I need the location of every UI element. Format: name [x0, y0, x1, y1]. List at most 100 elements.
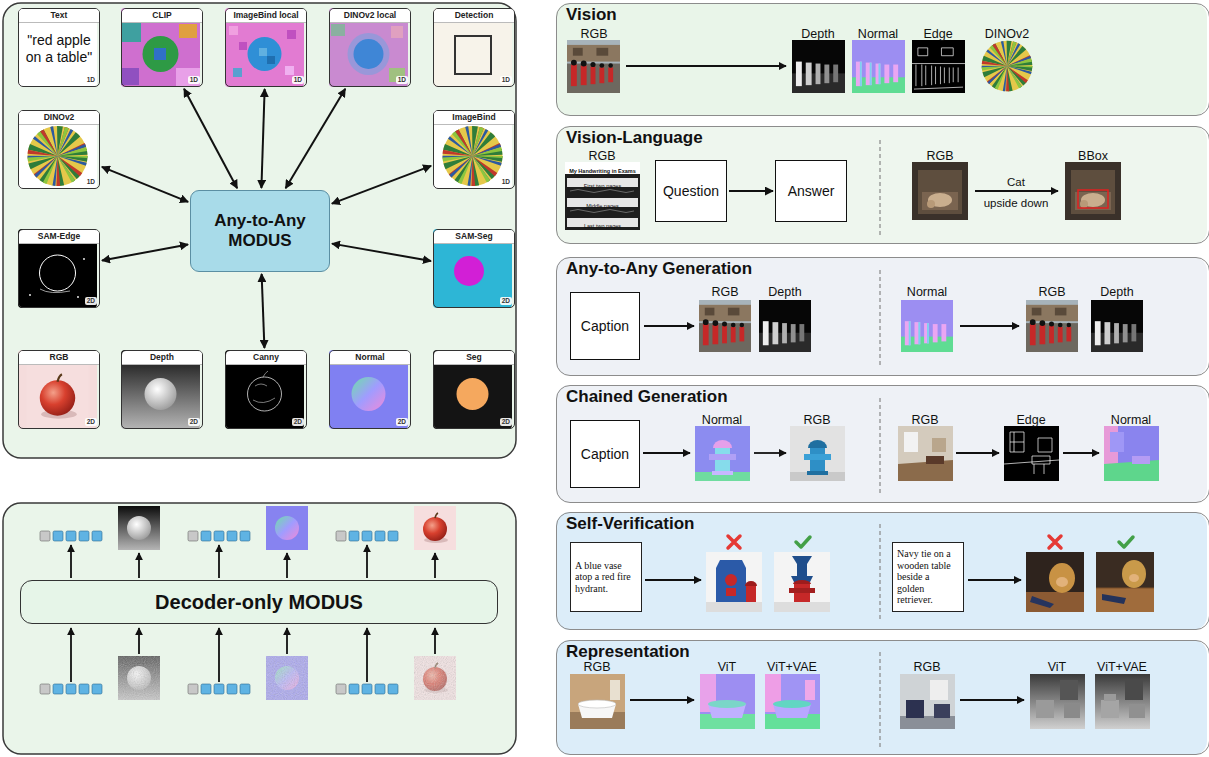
tile-title: SAM-Edge: [19, 230, 99, 244]
document-image: [565, 162, 640, 230]
image-label: ViT: [718, 660, 737, 674]
label-slot: Normal: [858, 25, 898, 41]
modality-tile-pictures-part-part: [391, 26, 403, 38]
token-sequences-part-part-part: [92, 684, 102, 694]
image-label: RGB: [926, 149, 953, 163]
modality-tile: Text"red apple on a table"1D: [18, 8, 100, 87]
flow-arrows: [71, 66, 1099, 700]
token-sequences-part-part: [53, 531, 102, 541]
text-box: Caption: [570, 420, 640, 488]
task-images-part: [1026, 300, 1078, 352]
flow-arrows-part: [70, 545, 72, 578]
tile-text: "red apple on a table": [19, 23, 99, 76]
connector-arrow: [184, 89, 237, 188]
task-images-part: [912, 162, 968, 220]
task-images-part: [1078, 190, 1108, 208]
label-slot: Normal: [907, 283, 947, 299]
task-images-part: [1096, 552, 1154, 612]
image-label: Normal: [1111, 413, 1151, 427]
token-sequences-part-part: [201, 684, 250, 694]
section-dividers-part: [879, 140, 880, 236]
section-dividers-part: [879, 524, 880, 622]
dim-badge: 1D: [188, 76, 200, 85]
modality-tile-pictures-part-part: [457, 378, 489, 410]
dim-badge: 2D: [500, 297, 512, 306]
task-images-part: [567, 40, 620, 93]
modality-tile-pictures-part-part: [26, 364, 88, 429]
image-label: Depth: [801, 27, 834, 41]
tile-title: RGB: [19, 351, 99, 365]
token-sequences-part-part: [336, 531, 346, 541]
image-label: Edge: [1016, 413, 1045, 427]
token-sequences-part-part-part: [227, 684, 237, 694]
panel-title: Any-to-Any Generation: [557, 258, 1209, 279]
task-images-part: [765, 674, 820, 729]
label-slot: RGB: [583, 658, 610, 674]
box-label: Answer: [788, 183, 835, 200]
modality-tile-pictures-part-part: [248, 377, 282, 411]
token-sequences-part-part-part: [53, 684, 63, 694]
section-dividers-part: [879, 270, 880, 368]
section-dividers-part: [879, 652, 880, 748]
image-label: Normal: [702, 413, 742, 427]
modality-tile-pictures-part-part: [259, 48, 267, 56]
image-label: RGB: [583, 660, 610, 674]
token-sequences-part-part: [201, 531, 250, 541]
label-slot: RGB: [1038, 283, 1065, 299]
token-sequences-part: [188, 684, 250, 694]
generated-images-part: [266, 506, 308, 550]
label-slot: ViT+VAE: [1097, 658, 1147, 674]
flow-arrows-part: [975, 190, 1058, 192]
tile-title: DINOv2: [19, 111, 99, 125]
verdict-marks-part: [796, 537, 810, 547]
token-sequences-part-part-part: [79, 531, 89, 541]
flow-arrows-part: [1063, 452, 1099, 454]
generated-images-part: [118, 656, 160, 700]
modality-tile: Normal2D: [329, 350, 411, 429]
token-sequences-part-part-part: [53, 531, 63, 541]
token-sequences-part-part: [349, 531, 398, 541]
task-images-part: [699, 300, 751, 352]
label-slot: BBox: [1078, 147, 1108, 163]
image-label: DINOv2: [985, 27, 1029, 41]
panel-title: Vision: [557, 4, 1209, 25]
task-images-part: [1026, 552, 1084, 612]
box-label: Caption: [581, 446, 629, 463]
modality-tile-pictures-part-part: [455, 36, 491, 74]
modality-tile: Seg2D: [433, 350, 515, 429]
modality-tile-pictures-part-part: [176, 68, 200, 87]
task-images-part: [700, 674, 755, 729]
dim-badge: 1D: [292, 76, 304, 85]
generated-images-part: [414, 656, 456, 700]
image-label: Normal: [907, 285, 947, 299]
token-sequences-part-part-part: [362, 531, 372, 541]
connector-arrow: [262, 274, 265, 348]
token-sequences-part-part-part: [201, 531, 211, 541]
connector-arrow: [332, 166, 431, 204]
image-label: ViT+VAE: [767, 660, 817, 674]
modality-tile-pictures-part-part: [253, 371, 275, 403]
tile-title: Text: [19, 9, 99, 23]
token-sequences-part-part-part: [66, 531, 76, 541]
image-label: RGB: [803, 413, 830, 427]
token-sequences-part-part-part: [92, 531, 102, 541]
prompt-box: Navy tie on a wooden table beside a gold…: [892, 542, 964, 612]
label-slot: Edge: [1016, 411, 1045, 427]
box-label: Decoder-only MODUS: [155, 590, 363, 614]
connector-arrow: [102, 167, 188, 202]
flow-arrows-part: [434, 628, 436, 654]
image-label: RGB: [588, 149, 615, 163]
flow-arrows-part: [434, 553, 436, 578]
panel-grounds-part: [3, 3, 516, 458]
dim-badge: 1D: [500, 178, 512, 187]
flow-arrows-part: [626, 65, 786, 67]
modality-tile: SAM-Edge2D: [18, 229, 100, 308]
box-label: Question: [663, 183, 719, 200]
token-sequences-part: [336, 684, 398, 694]
label-slot: DINOv2: [985, 25, 1029, 41]
token-sequences-part: [336, 531, 398, 541]
flow-arrows-part: [968, 579, 1021, 581]
box-label: Any-to-Any MODUS: [197, 211, 323, 252]
modality-tile-pictures-part-part: [154, 48, 166, 60]
flow-arrows-part: [218, 545, 220, 578]
